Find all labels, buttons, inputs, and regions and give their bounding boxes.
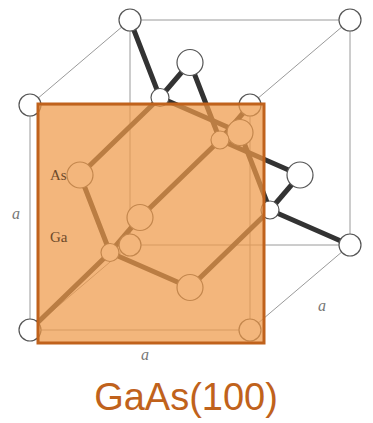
surface-plane: [38, 104, 264, 343]
dimension-label: a: [12, 206, 20, 222]
dimension-label: a: [141, 347, 149, 363]
dimension-label: a: [318, 298, 326, 314]
atom-label: As: [50, 168, 67, 183]
surface-label: GaAs(100): [94, 378, 278, 416]
atom-label: Ga: [50, 230, 68, 245]
